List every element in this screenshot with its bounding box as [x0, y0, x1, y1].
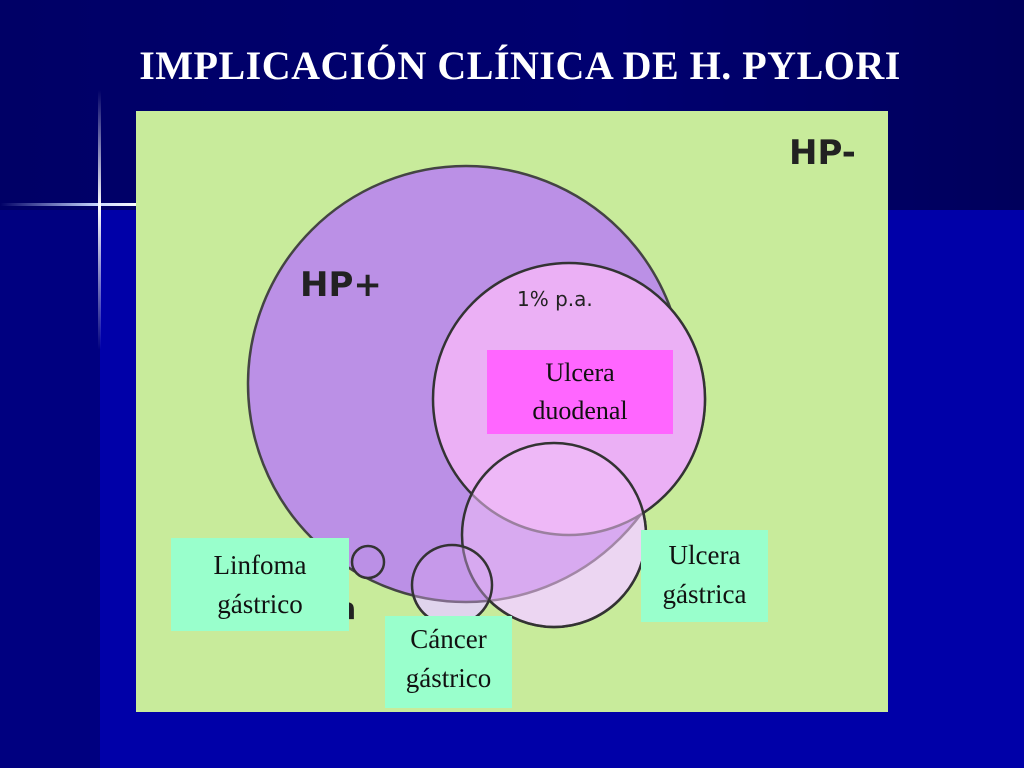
ulcera-duodenal-label: Ulcera duodenal [487, 350, 673, 434]
slide-title: IMPLICACIÓN CLÍNICA DE H. PYLORI [139, 43, 901, 88]
venn-diagram-panel: HP- HP+ 1% p.a. [136, 111, 888, 712]
cancer-gastrico-label: Cáncer gástrico [385, 616, 512, 708]
cancer-line-1: Cáncer [410, 624, 487, 654]
ulcera-duodenal-line-1: Ulcera [545, 358, 615, 387]
linfoma-line-1: Linfoma [213, 550, 307, 580]
sparkle-vertical-icon [98, 90, 101, 350]
hp-minus-label: HP- [789, 133, 856, 173]
ulcera-gastrica-line-2: gástrica [662, 579, 747, 609]
linfoma-gastrico-label: Linfoma gástrico [171, 538, 349, 631]
cancer-line-2: gástrico [405, 663, 492, 693]
ulcera-gastrica-label: Ulcera gástrica [641, 530, 768, 622]
venn-diagram [246, 164, 707, 629]
hp-plus-label: HP+ [300, 265, 382, 305]
sparkle-horizontal-icon [0, 203, 140, 206]
linfoma-line-2: gástrico [217, 589, 303, 619]
ulcera-gastrica-line-1: Ulcera [668, 540, 741, 570]
ulcera-duodenal-line-2: duodenal [532, 396, 628, 425]
subset-percent-label: 1% p.a. [517, 287, 593, 311]
slide-background-left [0, 210, 100, 768]
cancer-circle [410, 543, 494, 627]
lymphoma-circle [350, 544, 386, 580]
